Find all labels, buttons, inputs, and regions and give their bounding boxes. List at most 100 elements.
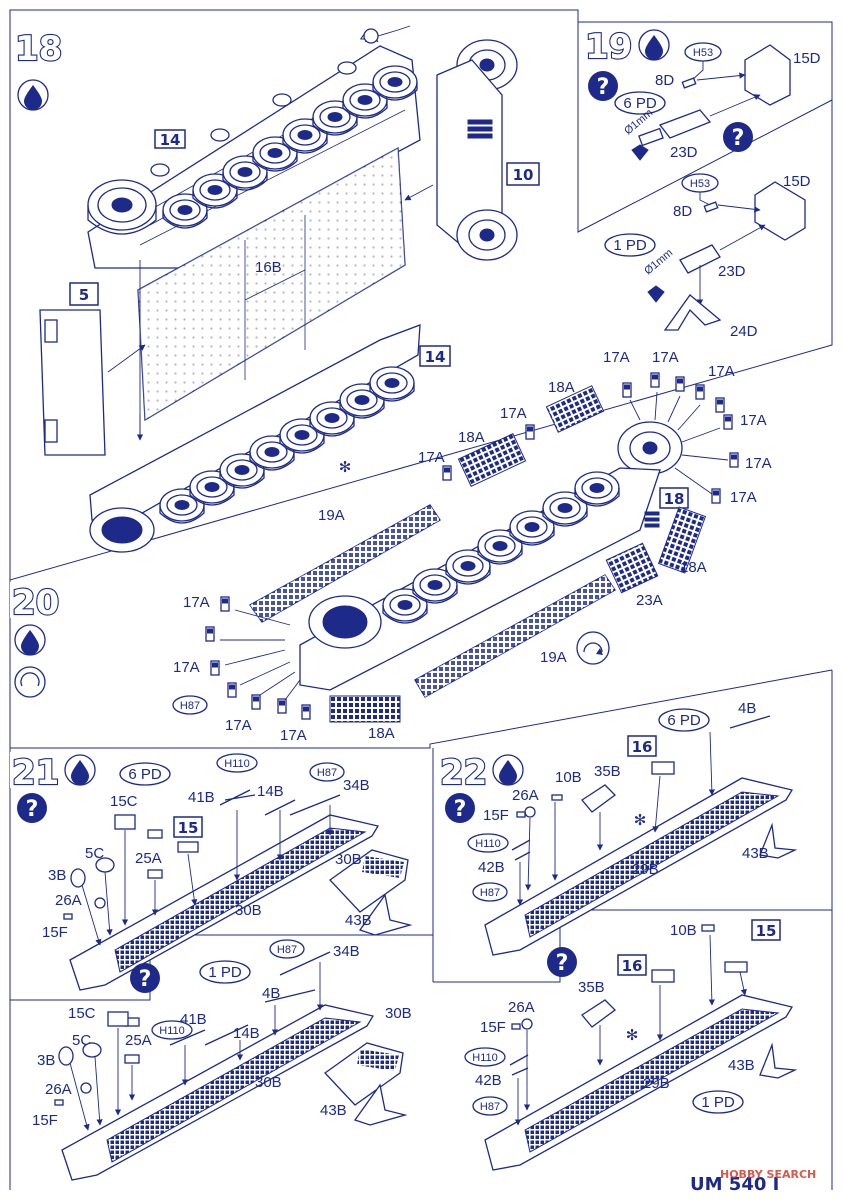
watermark: HOBBY SEARCH [720, 1168, 816, 1181]
part-label-43B: 43B [345, 912, 372, 929]
paint-h87-badge-21b [269, 939, 305, 959]
paint-h110-label-21b: H110 [159, 1025, 184, 1037]
paint-h87-label: H87 [180, 700, 200, 712]
part-label-26A-22: 26A [512, 787, 539, 804]
part-label-4B: 4B [262, 985, 280, 1002]
part-label-8D-2: 8D [673, 203, 692, 220]
idler-wheel [617, 421, 683, 475]
ref-box-16b [617, 954, 647, 976]
part-label-18A-b: 18A [548, 379, 575, 396]
asterisk-icon: ✻ [626, 1027, 639, 1044]
paint-h87-badge-22b [472, 1096, 508, 1116]
step-22-1pd: 29B 43B 1 PD 10B 15 16 35B ✻ 26A 15F H11… [464, 919, 798, 1171]
part-label-26A-22b: 26A [508, 999, 535, 1016]
part-label-17A-12: 17A [280, 727, 307, 744]
variant-1pd-badge-21 [199, 960, 251, 984]
return-rollers [150, 61, 357, 177]
variant-1pd-label-22: 1 PD [701, 1094, 735, 1111]
paint-h110-badge-21b [151, 1020, 193, 1040]
part-43B-2 [353, 1083, 408, 1126]
part-label-15D: 15D [793, 50, 821, 67]
glue-drop-icon [638, 29, 670, 61]
ref-box-5-label: 5 [79, 286, 89, 304]
step-18-number: 18 [15, 29, 62, 69]
part-label-17A-2: 17A [652, 349, 679, 366]
question-icon [723, 122, 753, 152]
part-43B-22 [759, 822, 798, 859]
part-label-41B: 41B [188, 789, 215, 806]
rotate-icon [576, 631, 610, 665]
ref-box-14 [154, 129, 186, 149]
part-label-17A-3: 17A [708, 363, 735, 380]
paint-h87-badge-21 [309, 762, 345, 782]
part-label-41B-2: 41B [180, 1011, 207, 1028]
part-label-15C-2: 15C [68, 1005, 96, 1022]
part-label-10B-2: 10B [670, 922, 697, 939]
part-5-plate [39, 309, 106, 456]
part-label-16B: 16B [255, 259, 282, 276]
step-22: 22 6 PD 29B 43B 4B 16 35B ✻ 10B 26A 15F … [438, 700, 798, 956]
part-label-29B-2: 29B [643, 1075, 670, 1092]
rotate-icon [363, 28, 379, 44]
paint-h87-label-22b: H87 [480, 1101, 500, 1113]
part-label-43B-22: 43B [742, 845, 769, 862]
part-label-26A-2: 26A [45, 1081, 72, 1098]
glue-drop-icon [492, 754, 524, 786]
part-label-19A: 19A [318, 507, 345, 524]
part-label-26A: 26A [55, 892, 82, 909]
part-label-30B: 30B [235, 902, 262, 919]
paint-h110-label-22: H110 [475, 838, 500, 850]
part-label-4B-22: 4B [738, 700, 756, 717]
question-icon [547, 947, 577, 977]
ref-box-16-label: 16 [632, 738, 653, 756]
radial-guide-lines [629, 391, 729, 495]
part-label-18A-c: 18A [680, 559, 707, 576]
part-label-8D: 8D [655, 72, 674, 89]
part-43B-22b [759, 1042, 798, 1079]
step-22-number: 22 [440, 753, 487, 793]
part-label-15D-2: 15D [783, 173, 811, 190]
part-label-3B-2: 3B [37, 1052, 55, 1069]
paint-h87-label-22: H87 [480, 887, 500, 899]
part-label-15F-22: 15F [483, 807, 509, 824]
part-label-17A-11: 17A [225, 717, 252, 734]
part-label-18A-a: 18A [458, 429, 485, 446]
part-label-17A-10: 17A [173, 659, 200, 676]
ref-box-15c-label: 15 [756, 922, 777, 940]
part-label-23A: 23A [636, 592, 663, 609]
part-label-43B-22b: 43B [728, 1057, 755, 1074]
step-20-number: 20 [12, 583, 59, 623]
part-label-17A-1: 17A [603, 349, 630, 366]
part-label-30B-b: 30B [335, 851, 362, 868]
track-23A [605, 542, 659, 594]
variant-6pd-badge-22 [658, 708, 710, 732]
variant-6pd-badge [614, 91, 666, 115]
part-15D-2 [754, 181, 806, 241]
variant-6pd-label: 6 PD [623, 95, 657, 112]
part-label-25A-2: 25A [125, 1032, 152, 1049]
ref-box-15c [751, 919, 781, 941]
paint-h87-label-21: H87 [317, 767, 337, 779]
glue-drop-icon [64, 754, 96, 786]
part-label-17A-6: 17A [730, 489, 757, 506]
part-24D [663, 294, 722, 331]
drive-sprocket [87, 179, 157, 235]
paint-h110-label-22b: H110 [472, 1052, 497, 1064]
part-label-17A-7: 17A [500, 405, 527, 422]
part-label-34B: 34B [343, 777, 370, 794]
ref-box-15-label: 15 [178, 819, 199, 837]
paint-h110-label: H110 [224, 758, 249, 770]
glue-drop-icon [14, 624, 46, 656]
part-label-19A-2: 19A [540, 649, 567, 666]
part-label-18A-d: 18A [368, 725, 395, 742]
track-18A-left [457, 433, 527, 487]
variant-6pd-label-21: 6 PD [128, 766, 162, 783]
step-21-1pd: 1 PD 30B 30B 43B H87 34B 4B 14B H110 41B… [32, 939, 412, 1181]
paint-h87-label-21b: H87 [277, 944, 297, 956]
part-label-25A: 25A [135, 850, 162, 867]
ref-box-18 [659, 487, 689, 509]
part-label-5C: 5C [85, 845, 104, 862]
part-label-23D-2: 23D [718, 263, 746, 280]
part-label-15F: 15F [42, 924, 68, 941]
